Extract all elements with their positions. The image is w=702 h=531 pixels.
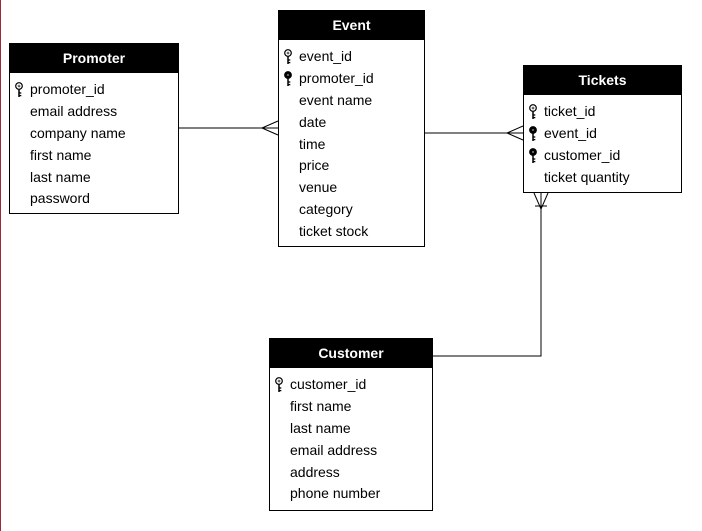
field-label: last name [290, 419, 351, 436]
entity-field: date [279, 112, 424, 134]
field-label: last name [30, 168, 91, 185]
entity-field: category [279, 199, 424, 221]
crows-foot-left [533, 192, 542, 210]
entity-field: first name [10, 145, 178, 167]
field-label: customer_id [544, 146, 621, 163]
entity-field: password [10, 188, 178, 210]
entity-field: ticket stock [279, 221, 424, 243]
field-label: category [299, 201, 353, 218]
field-label: email address [30, 102, 118, 119]
entity-field: customer_id [524, 145, 681, 167]
entity-field: ticket_id [524, 101, 681, 123]
entity-field: address [270, 462, 432, 484]
field-label: time [299, 135, 326, 152]
relationship-promoter-event [179, 120, 279, 136]
entity-field: last name [270, 418, 432, 440]
field-label: event_id [299, 48, 352, 64]
crows-foot-lower [261, 127, 279, 136]
field-label: first name [290, 397, 352, 414]
entity-title: Customer [270, 339, 432, 368]
field-label: first name [30, 146, 92, 163]
field-label: ticket stock [299, 223, 369, 240]
entity-title: Tickets [524, 66, 681, 95]
entity-title: Event [279, 11, 424, 40]
field-label: customer_id [290, 376, 367, 392]
field-label: event name [299, 91, 373, 108]
entity-field: company name [10, 123, 178, 145]
field-label: event_id [544, 124, 597, 141]
entity-field: event_id [524, 123, 681, 145]
entity-field: event_id [279, 46, 424, 68]
entity-field: first name [270, 396, 432, 418]
entity-field: ticket quantity [524, 167, 681, 189]
field-label: ticket quantity [544, 168, 630, 185]
field-label: company name [30, 124, 126, 141]
field-label: address [290, 463, 340, 480]
field-label: phone number [290, 485, 381, 502]
entity-field: last name [10, 167, 178, 189]
entity-field: customer_id [270, 374, 432, 396]
crows-foot-lower [506, 132, 524, 141]
field-label: price [299, 157, 330, 174]
field-label: date [299, 113, 327, 130]
entity-field: email address [270, 440, 432, 462]
entity-field: venue [279, 177, 424, 199]
field-label: ticket_id [544, 103, 596, 119]
entity-field: promoter_id [10, 79, 178, 101]
crows-foot-right [540, 192, 549, 210]
entity-field: promoter_id [279, 68, 424, 90]
entity-field: time [279, 134, 424, 156]
crows-foot-upper [506, 125, 524, 134]
field-label: venue [299, 179, 338, 196]
field-label: promoter_id [30, 81, 105, 97]
field-label: password [30, 190, 90, 207]
canvas-left-border [0, 0, 1, 531]
entity-field: phone number [270, 483, 432, 505]
relationship-event-tickets [425, 125, 524, 141]
crows-foot-upper [261, 120, 279, 129]
entity-field: email address [10, 101, 178, 123]
field-label: email address [290, 441, 378, 458]
relationship-customer-tickets [433, 192, 549, 357]
entity-field: event name [279, 90, 424, 112]
entity-title: Promoter [10, 44, 178, 73]
entity-field: price [279, 155, 424, 177]
field-label: promoter_id [299, 69, 374, 86]
connector-line [433, 193, 542, 357]
